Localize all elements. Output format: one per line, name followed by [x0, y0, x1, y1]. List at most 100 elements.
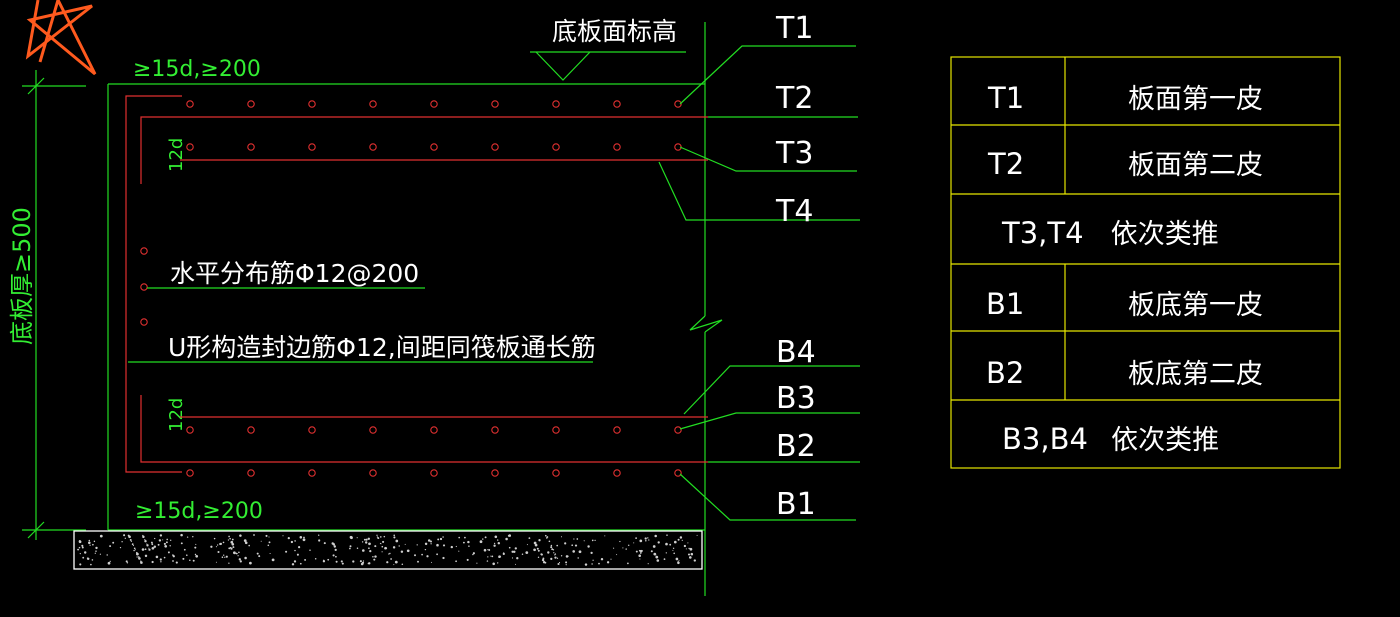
cushion-speckle: [657, 541, 660, 544]
bottom-anchor-note: ≥15d,≥200: [135, 499, 263, 524]
cushion-speckle: [610, 558, 612, 560]
cushion-speckle: [652, 545, 656, 548]
cushion-speckle: [359, 560, 362, 563]
cushion-speckle: [229, 537, 231, 540]
rebar-dots: [140, 100, 682, 477]
rebar-dot-t1: [491, 100, 499, 108]
cushion-speckle: [394, 560, 398, 564]
cushion-speckle: [389, 552, 391, 555]
legend-row-4-desc: 板底第一皮: [1128, 290, 1263, 321]
cushion-speckle: [487, 556, 489, 558]
cushion-speckle: [175, 561, 178, 564]
cushion-speckle: [400, 550, 404, 553]
cushion-speckle: [363, 538, 366, 541]
cushion-speckle: [159, 534, 163, 537]
cushion-speckle: [497, 562, 499, 564]
cushion-speckle: [144, 539, 146, 541]
rebar-dot-t1: [369, 100, 377, 108]
cushion-speckle: [383, 535, 386, 538]
rebar-dot-b1: [552, 469, 560, 477]
cushion-speckle: [79, 563, 82, 566]
rebar-dot-t1: [430, 100, 438, 108]
cushion-speckle: [625, 548, 627, 550]
cushion-speckle: [287, 536, 290, 540]
rebar-dot-b3: [369, 426, 377, 434]
rebar-dot-t1: [552, 100, 560, 108]
cushion-speckle: [265, 534, 268, 537]
cushion-speckle: [573, 538, 575, 540]
tag-t2: T2: [775, 81, 813, 116]
cushion-speckle: [192, 536, 194, 538]
cushion-speckle: [335, 555, 337, 558]
cushion-speckle: [109, 545, 112, 548]
cushion-speckle: [429, 540, 433, 543]
cushion-speckle: [293, 560, 297, 563]
cushion-speckle: [271, 558, 275, 562]
cushion-speckle: [533, 548, 536, 552]
cushion-speckle: [430, 543, 432, 545]
cushion-speckle: [406, 549, 410, 553]
cushion-speckle: [493, 544, 496, 547]
cushion-speckle: [498, 555, 501, 559]
cushion-speckle: [231, 542, 235, 546]
cushion-speckle: [269, 552, 271, 555]
cushion-speckle: [613, 547, 615, 549]
cushion-speckle: [144, 540, 147, 543]
cushion-speckle: [574, 544, 578, 547]
cushion-speckle: [151, 543, 154, 546]
cushion-speckle: [687, 553, 691, 556]
cushion-speckle: [514, 547, 517, 550]
cushion-speckle: [398, 545, 400, 547]
cushion-speckle: [386, 561, 389, 564]
cushion-speckle: [223, 554, 225, 556]
cushion-speckle: [290, 540, 294, 544]
cushion-speckle: [587, 545, 590, 548]
cushion-speckle: [439, 537, 443, 541]
cushion-speckle: [672, 547, 675, 549]
cushion-speckle: [564, 542, 567, 545]
cushion-speckle: [302, 538, 306, 542]
thickness-note: 底板厚≥500: [8, 207, 36, 345]
rebar-dot-b3: [552, 426, 560, 434]
cushion-speckle: [638, 554, 641, 557]
cushion-speckle: [669, 543, 672, 546]
cushion-speckle: [268, 541, 271, 544]
cushion-speckle: [356, 547, 359, 549]
cushion-speckle: [647, 537, 649, 539]
cushion-speckle: [232, 546, 235, 549]
cushion-speckle: [130, 540, 133, 542]
cushion-speckle: [677, 538, 680, 541]
cushion-speckle: [136, 556, 138, 558]
cushion-speckle: [294, 549, 296, 552]
cushion-speckle: [125, 560, 128, 563]
legend-row-2-desc: 板面第二皮: [1128, 150, 1263, 181]
cushion-speckle: [488, 549, 491, 551]
cushion-speckle: [393, 536, 396, 539]
cushion-speckle: [228, 562, 230, 564]
cushion-speckle: [633, 542, 635, 544]
cushion-speckle: [516, 557, 519, 560]
cushion-speckle: [194, 553, 197, 556]
leader-lines: [658, 45, 860, 521]
cushion-speckle: [639, 539, 643, 543]
top-bend-note: 12d: [166, 138, 187, 172]
cushion-speckle: [225, 555, 228, 558]
cushion-speckle: [296, 553, 299, 556]
rebar-dot-b1: [308, 469, 316, 477]
cushion-speckle: [565, 555, 569, 558]
cushion-speckle: [361, 561, 365, 564]
cushion-speckle: [437, 538, 440, 541]
cushion-speckle: [472, 553, 474, 556]
tag-b2: B2: [776, 429, 816, 464]
cushion-speckle: [560, 536, 563, 538]
rebar-dot-b3: [430, 426, 438, 434]
cushion-speckle: [126, 562, 129, 564]
cushion-speckle: [554, 556, 557, 559]
cushion-speckle: [497, 539, 499, 541]
cushion-speckle: [349, 545, 352, 548]
cushion-speckle: [119, 547, 122, 549]
cushion-speckle: [194, 546, 197, 549]
cushion-speckle: [463, 541, 465, 544]
cushion-speckle: [565, 561, 568, 564]
cushion-speckle: [236, 552, 238, 555]
